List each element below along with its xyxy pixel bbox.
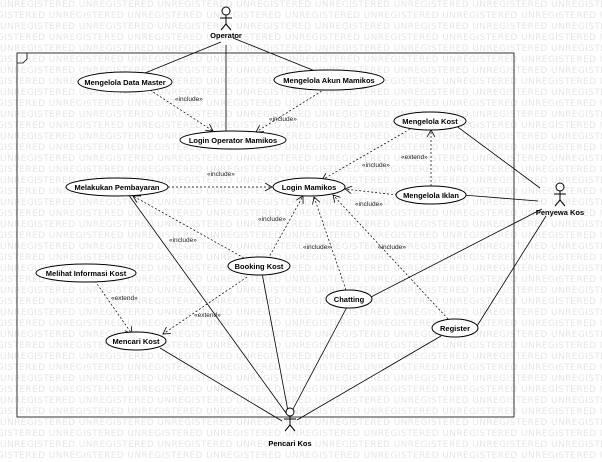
dep-data-master-login-operator (149, 89, 213, 131)
use-case-pembayaran: Melakukan Pembayaran (65, 177, 169, 197)
rel-label: «include» (175, 96, 203, 103)
rel-label: «include» (207, 171, 235, 178)
assoc-penyewa-kelola-kost (454, 124, 541, 189)
relation-labels: «include» «include» «include» «extend» «… (111, 96, 428, 319)
use-case-login-mamikos: Login Mamikos (272, 177, 346, 197)
use-case-label: Mengelola Kost (402, 117, 458, 126)
dep-info-kost-mencari (94, 280, 132, 334)
rel-label: «include» (303, 244, 331, 251)
dep-kelola-iklan-login-mamikos (345, 189, 398, 196)
use-case-label: Melakukan Pembayaran (74, 183, 159, 192)
system-boundary (16, 52, 515, 418)
use-case-booking: Booking Kost (227, 256, 291, 276)
dep-booking-mencari (163, 276, 248, 334)
use-case-label: Chatting (334, 295, 365, 304)
dep-chatting-login-mamikos (314, 197, 347, 291)
dep-booking-pembayaran (133, 196, 245, 259)
assoc-pencari-booking (261, 272, 289, 412)
assoc-pencari-register (296, 335, 442, 421)
dep-register-login-mamikos (333, 195, 449, 320)
rel-label: «include» (169, 237, 197, 244)
rel-label: «include» (378, 244, 406, 251)
assoc-penyewa-register (476, 215, 547, 327)
assoc-operator-akun-mamikos (232, 37, 321, 74)
dep-booking-login-mamikos (267, 196, 303, 260)
actor-label: Pencari Kos (268, 439, 311, 448)
assoc-pencari-pembayaran (127, 193, 287, 414)
use-case-label: Mengelola Akun Mamikos (283, 76, 374, 85)
assoc-penyewa-kelola-iklan (462, 194, 539, 202)
use-case-akun-mamikos: Mengelola Akun Mamikos (273, 69, 385, 91)
assoc-pencari-mencari (159, 347, 283, 422)
rel-label: «include» (258, 216, 286, 223)
associations (127, 37, 547, 422)
rel-label: «include» (355, 201, 383, 208)
rel-label: «include» (362, 162, 390, 169)
use-case-label: Melihat Informasi Kost (46, 269, 127, 278)
actor-operator: Operator (210, 6, 242, 40)
dependencies (94, 88, 449, 334)
dep-kelola-kost-login-mamikos (322, 128, 411, 180)
use-case-kelola-iklan: Mengelola Iklan (395, 185, 467, 205)
actor-label: Operator (210, 31, 242, 40)
use-case-label: Register (440, 324, 470, 333)
use-case-label: Login Mamikos (282, 183, 337, 192)
dep-akun-mamikos-login-operator (256, 88, 326, 132)
assoc-penyewa-chatting (370, 208, 543, 298)
use-case-label: Mengelola Data Master (84, 78, 165, 87)
use-case-label: Mengelola Iklan (403, 191, 459, 200)
actor-pencari-kos: Pencari Kos (268, 407, 312, 448)
use-case-mencari: Mencari Kost (105, 331, 167, 351)
assoc-pencari-chatting (291, 306, 348, 412)
rel-label: «include» (269, 116, 297, 123)
use-case-chatting: Chatting (325, 289, 373, 309)
rel-label: «extend» (111, 295, 138, 302)
use-case-info-kost: Melihat Informasi Kost (35, 263, 137, 283)
use-case-login-operator: Login Operator Mamikos (179, 130, 287, 150)
rel-label: «extend» (194, 312, 221, 319)
use-case-label: Booking Kost (235, 262, 284, 271)
assoc-operator-data-master (144, 41, 222, 74)
actor-penyewa-kos: Penyewa Kos (536, 182, 584, 217)
actor-label: Penyewa Kos (536, 208, 584, 217)
use-case-kelola-kost: Mengelola Kost (393, 111, 467, 131)
use-case-label: Mencari Kost (112, 337, 160, 346)
rel-label: «extend» (401, 154, 428, 161)
use-case-register: Register (431, 318, 479, 338)
use-case-label: Login Operator Mamikos (189, 136, 277, 145)
use-case-data-master: Mengelola Data Master (77, 71, 173, 93)
